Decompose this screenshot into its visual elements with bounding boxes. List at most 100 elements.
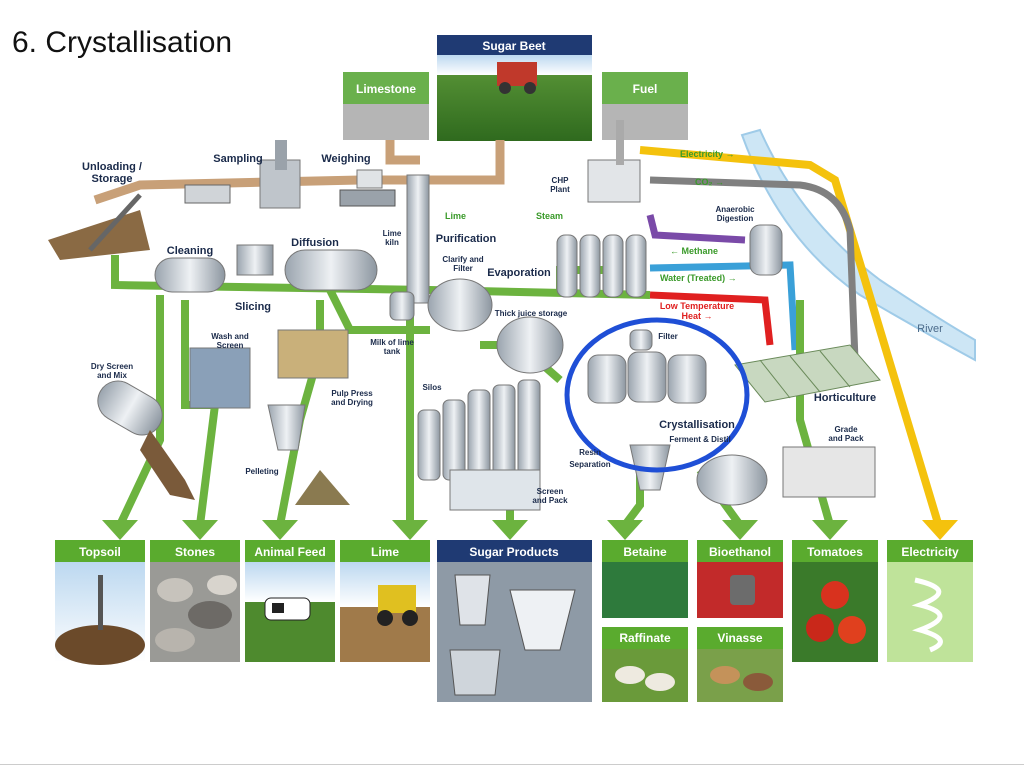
product-label-stones: Stones [175,545,215,559]
filter-label: Filter [658,332,678,341]
weighing-label: Weighing [321,153,370,165]
evaporation-label: Evaporation [487,267,551,279]
product-label-tomatoes: Tomatoes [807,545,863,559]
product-label-betaine: Betaine [623,545,667,559]
evaporators [556,234,647,298]
product-label-vinasse: Vinasse [717,631,762,645]
sugar-beet-label: Sugar Beet [482,39,545,53]
input-sugar-beet [437,35,592,141]
product-tomatoes [792,540,878,662]
silos [417,379,541,481]
tomato-packing [782,446,876,498]
greenhouse [734,344,881,403]
slide-bottom-rule [0,764,1024,765]
co2-line [649,176,859,361]
horticulture-label: Horticulture [814,392,876,404]
product-vinasse [697,627,783,702]
river-label: River [917,323,943,335]
crystallisation-highlight-circle [564,317,750,473]
weighbridge-office [356,169,383,189]
chp-plant [587,120,641,203]
product-electricity [887,540,973,662]
limestone-flow [385,140,420,165]
product-label-topsoil: Topsoil [79,545,121,559]
product-raffinate [602,627,688,702]
product-arrowheads [102,520,848,540]
methane-line [646,214,746,244]
limestone-label: Limestone [356,82,416,96]
product-label-sugar-products: Sugar Products [469,545,559,559]
fermentation-tank [696,454,768,506]
diffuser [284,249,378,291]
electricity-arrowhead [922,520,958,540]
thick-juice-storage [496,316,564,374]
product-label-bioethanol: Bioethanol [709,545,771,559]
clarifier [427,278,493,332]
crystallisers [587,329,707,404]
product-bioethanol [697,540,783,618]
product-label-animal-feed: Animal Feed [254,545,325,559]
cleaning-drum [154,257,226,293]
pellet-pile [295,470,350,505]
sampling-truck [184,184,231,204]
dry-screen-mixer [97,380,195,500]
sampling-label: Sampling [213,153,263,165]
packing-line [449,469,541,511]
product-lime [340,540,430,662]
river [740,128,976,362]
co2-flow-label: CO₂ → [695,177,724,187]
lime-arrow-label: Lime [445,211,466,221]
slicer [236,244,274,276]
lime-kiln [406,174,430,304]
product-sugar-products [437,540,592,702]
product-stones [150,540,240,662]
thick-juice-label: Thick juice storage [495,309,568,318]
product-topsoil [55,540,145,665]
product-animal-feed [245,540,335,662]
pulp-press [277,329,349,379]
crystallisation-label: Crystallisation [659,419,735,431]
weighbridge [339,189,396,207]
electricity-line [639,146,944,532]
water-line [649,261,799,351]
slicing-label: Slicing [235,301,271,313]
product-label-raffinate: Raffinate [619,631,671,645]
wash-screen [189,347,251,409]
purification-label: Purification [436,233,497,245]
silos-label: Silos [422,383,442,392]
slide-title: 6. Crystallisation [12,26,233,59]
pelleting-hopper [267,404,306,451]
electricity-flow-label: Electricity → [680,149,735,159]
product-label-lime: Lime [371,545,399,559]
unloading-label: Unloading /Storage [82,161,142,185]
anaerobic-digester [749,224,783,276]
pelleting-label: Pelleting [245,467,278,476]
methane-flow-label: ← Methane [670,246,718,256]
product-label-electricity: Electricity [901,545,959,559]
sampling-unit [259,140,301,209]
ferment-label: Ferment & Distil [669,435,730,444]
fuel-label: Fuel [633,82,658,96]
heat-line [649,291,774,346]
milk-of-lime-tank [389,291,415,321]
water-flow-label: Water (Treated) → [660,273,737,283]
cleaning-label: Cleaning [167,245,213,257]
product-betaine [602,540,688,618]
steam-label: Steam [536,211,563,221]
unloading-storage [48,193,150,260]
input-limestone [343,72,429,140]
diffusion-label: Diffusion [291,237,339,249]
